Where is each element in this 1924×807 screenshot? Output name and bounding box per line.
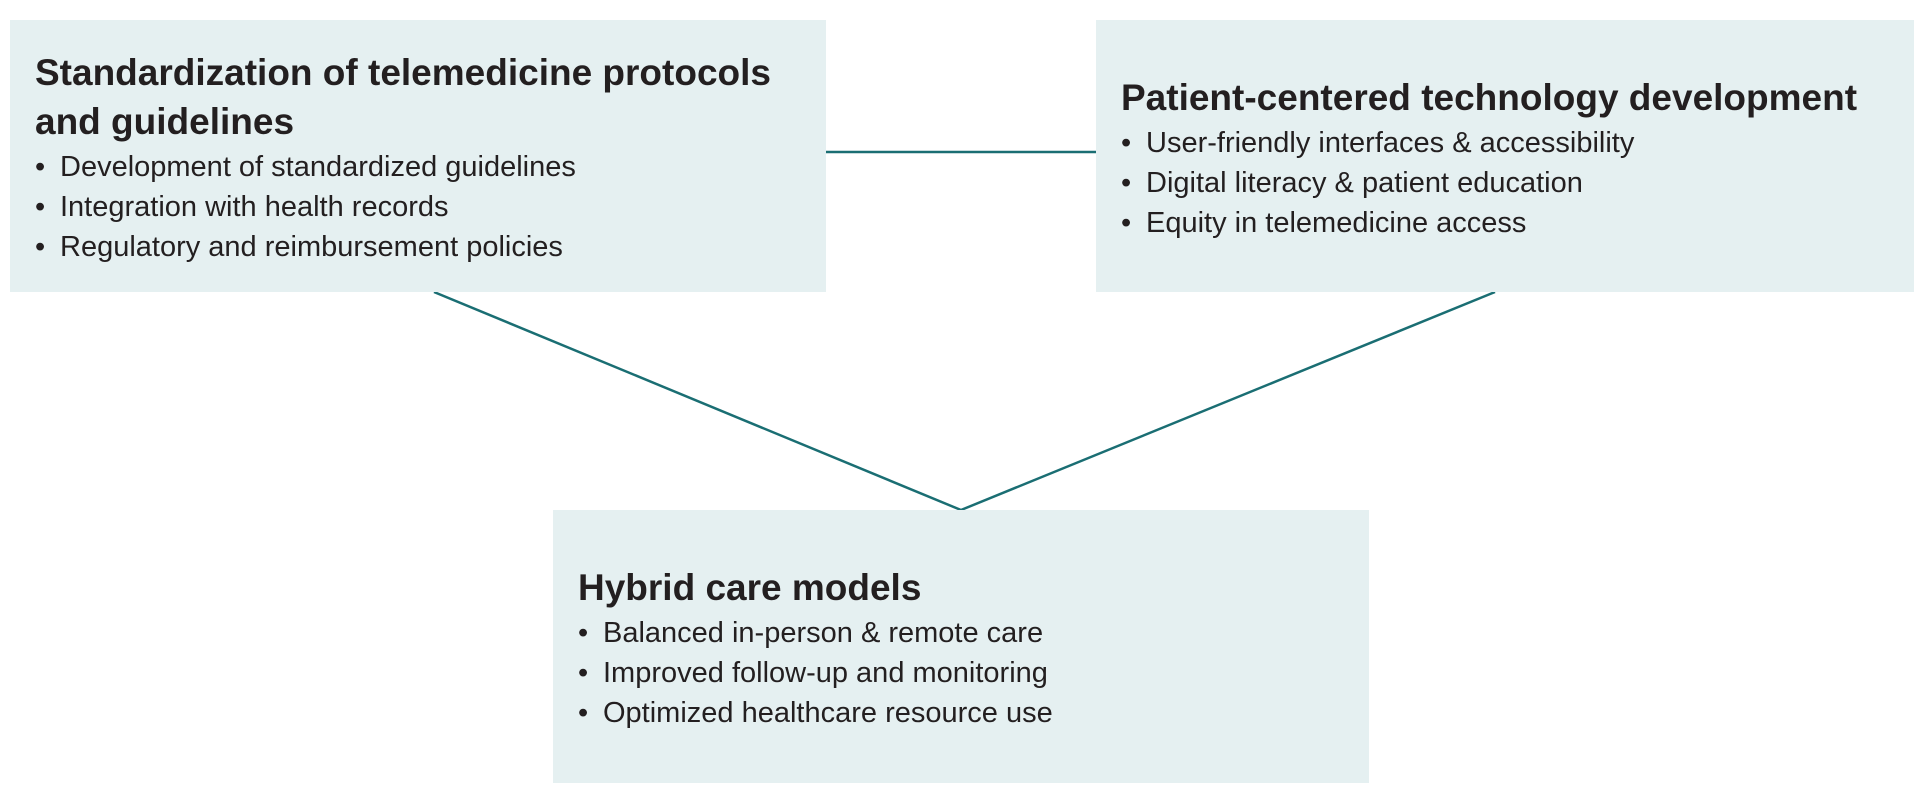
list-item: •Development of standardized guidelines bbox=[35, 147, 802, 187]
bullet-icon: • bbox=[1121, 167, 1132, 199]
bullet-icon: • bbox=[578, 617, 589, 649]
standardization-box: Standardization of telemedicine protocol… bbox=[10, 20, 826, 292]
standardization-title: Standardization of telemedicine protocol… bbox=[35, 52, 771, 142]
list-item: •Digital literacy & patient education bbox=[1121, 163, 1890, 203]
standardization-list: •Development of standardized guidelines … bbox=[35, 147, 802, 267]
list-item: •Equity in telemedicine access bbox=[1121, 203, 1890, 243]
hybrid-care-list: •Balanced in-person & remote care •Impro… bbox=[578, 613, 1345, 733]
list-item: •Regulatory and reimbursement policies bbox=[35, 227, 802, 267]
patient-centered-box: Patient-centered technology development … bbox=[1096, 20, 1914, 292]
bullet-icon: • bbox=[35, 191, 46, 223]
bullet-icon: • bbox=[35, 151, 46, 183]
list-item: •Improved follow-up and monitoring bbox=[578, 653, 1345, 693]
bullet-icon: • bbox=[1121, 127, 1132, 159]
patient-centered-title: Patient-centered technology development bbox=[1121, 77, 1858, 118]
list-item: •User-friendly interfaces & accessibilit… bbox=[1121, 123, 1890, 163]
connector-left-to-bottom bbox=[433, 290, 962, 512]
bullet-icon: • bbox=[578, 657, 589, 689]
bullet-icon: • bbox=[35, 231, 46, 263]
bullet-icon: • bbox=[1121, 207, 1132, 239]
bullet-icon: • bbox=[578, 697, 589, 729]
list-item: •Integration with health records bbox=[35, 187, 802, 227]
hybrid-care-box: Hybrid care models •Balanced in-person &… bbox=[553, 510, 1369, 783]
connector-right-to-bottom bbox=[960, 290, 1496, 512]
hybrid-care-title: Hybrid care models bbox=[578, 567, 922, 608]
patient-centered-list: •User-friendly interfaces & accessibilit… bbox=[1121, 123, 1890, 243]
list-item: •Balanced in-person & remote care bbox=[578, 613, 1345, 653]
list-item: •Optimized healthcare resource use bbox=[578, 693, 1345, 733]
